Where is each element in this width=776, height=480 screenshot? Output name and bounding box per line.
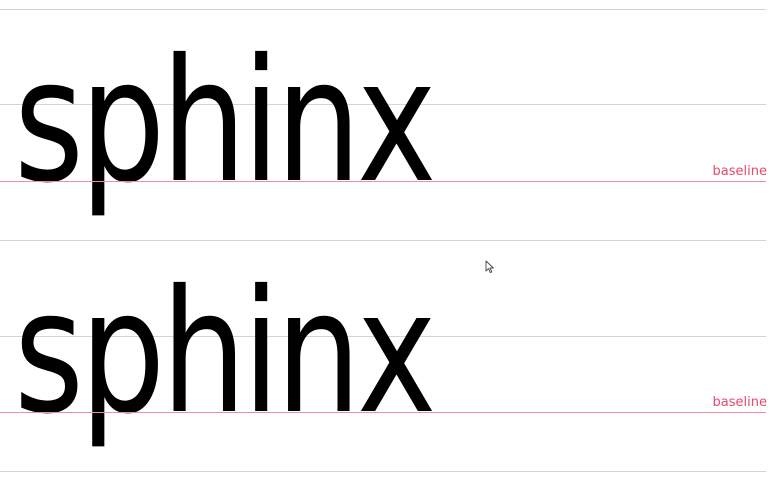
baseline-label-1: baseline (712, 164, 767, 179)
bottom-divider (0, 471, 766, 472)
baseline-label-2: baseline (712, 395, 767, 410)
x-height-line-2 (0, 336, 766, 337)
mouse-pointer-icon (485, 260, 494, 274)
sample-word-2: sphinx (14, 254, 437, 452)
top-divider (0, 9, 766, 10)
x-height-line-1 (0, 104, 766, 105)
descender-line-1 (0, 240, 766, 241)
baseline-line-1 (0, 181, 766, 182)
baseline-line-2 (0, 412, 766, 413)
sample-word-1: sphinx (14, 23, 437, 221)
